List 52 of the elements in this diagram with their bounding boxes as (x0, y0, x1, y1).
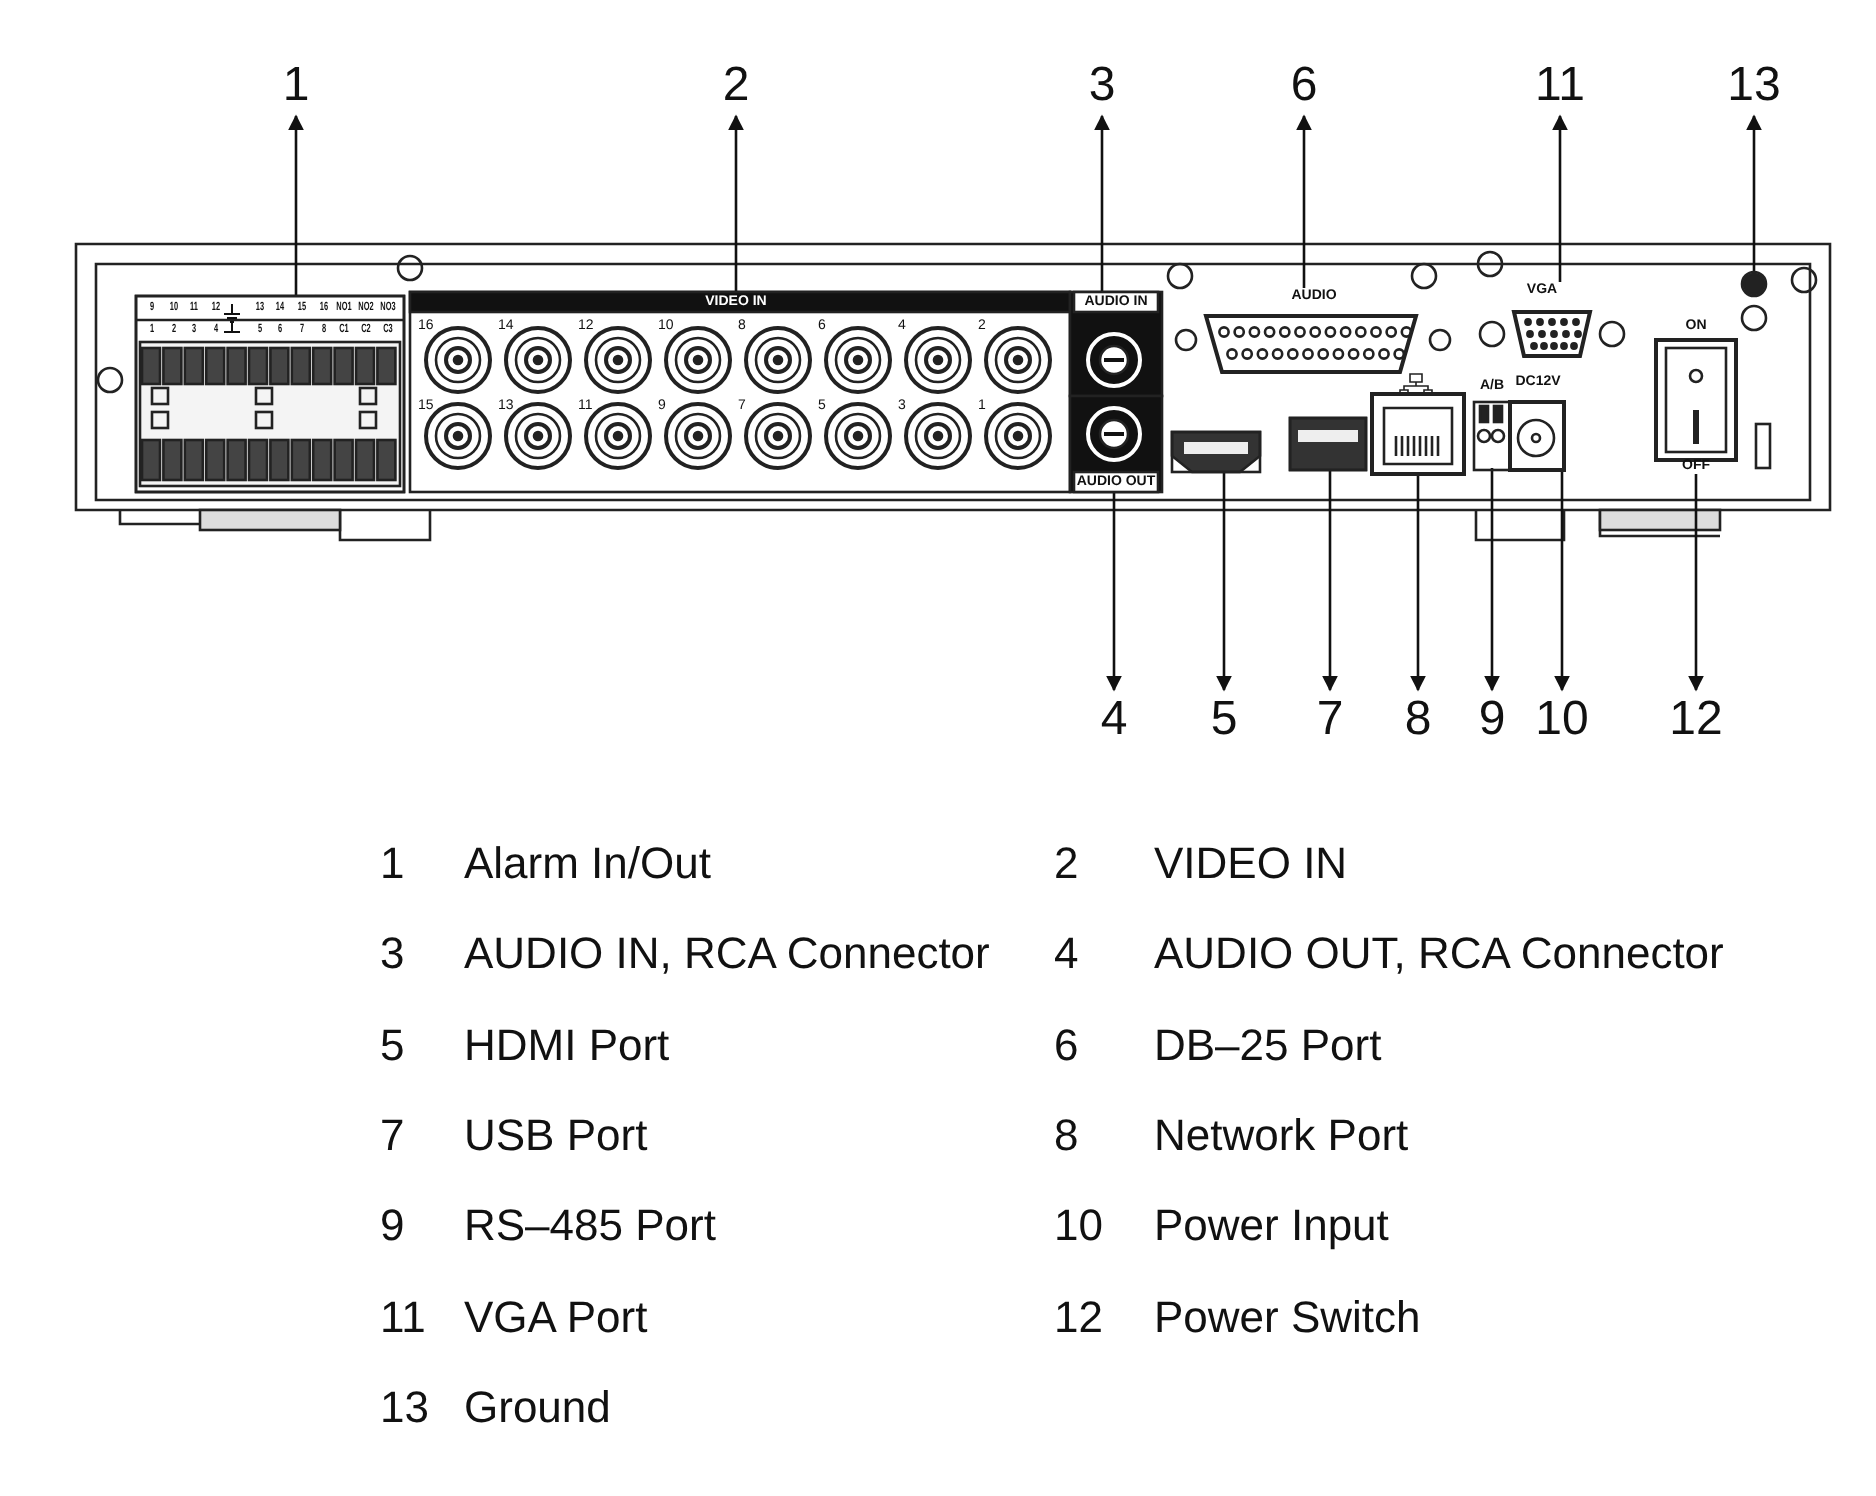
leader-line (728, 114, 744, 294)
callout-number: 7 (1306, 694, 1354, 746)
legend-number: 3 (380, 932, 405, 977)
callout-number: 3 (1078, 60, 1126, 112)
legend-description: DB–25 Port (1154, 1023, 1382, 1068)
callout-number: 9 (1468, 694, 1516, 746)
callout-number: 4 (1090, 694, 1138, 746)
leader-line (1552, 114, 1568, 282)
leader-line (1296, 114, 1312, 288)
leader-line (1322, 468, 1338, 692)
legend-number: 5 (380, 1023, 405, 1068)
leader-line (1746, 114, 1762, 274)
legend-description: HDMI Port (464, 1023, 670, 1068)
callout-number: 12 (1666, 694, 1726, 746)
legend-number: 13 (380, 1385, 429, 1430)
leader-line (1094, 114, 1110, 294)
legend-description: VGA Port (464, 1295, 648, 1339)
legend-number: 10 (1054, 1204, 1103, 1249)
legend-number: 8 (1054, 1113, 1079, 1158)
callout-number: 5 (1200, 694, 1248, 746)
legend-number: 12 (1054, 1295, 1103, 1339)
legend-number: 2 (1054, 842, 1079, 886)
callout-number: 2 (712, 60, 760, 112)
leader-line (1688, 474, 1704, 692)
legend-description: VIDEO IN (1154, 842, 1348, 886)
legend-description: Power Switch (1154, 1295, 1421, 1339)
callout-number: 10 (1532, 694, 1592, 746)
leader-line (1216, 470, 1232, 692)
legend-description: RS–485 Port (464, 1204, 716, 1249)
legend-description: USB Port (464, 1113, 648, 1158)
callout-number: 11 (1530, 60, 1590, 112)
legend-number: 7 (380, 1113, 405, 1158)
legend-number: 4 (1054, 932, 1079, 977)
legend-description: Ground (464, 1385, 611, 1430)
legend-number: 6 (1054, 1023, 1079, 1068)
legend-description: Alarm In/Out (464, 842, 711, 886)
callout-number: 13 (1724, 60, 1784, 112)
legend-description: Power Input (1154, 1204, 1389, 1249)
legend-description: AUDIO OUT, RCA Connector (1154, 932, 1724, 977)
leader-line (1484, 468, 1500, 692)
leader-line (1106, 490, 1122, 692)
legend-description: AUDIO IN, RCA Connector (464, 932, 990, 977)
legend-number: 9 (380, 1204, 405, 1249)
leader-line (1554, 468, 1570, 692)
leader-line (1410, 472, 1426, 692)
leader-line (288, 114, 304, 298)
callout-number: 6 (1280, 60, 1328, 112)
callout-number: 1 (272, 60, 320, 112)
legend-number: 11 (380, 1295, 426, 1339)
legend-number: 1 (380, 842, 405, 886)
callout-number: 8 (1394, 694, 1442, 746)
legend-description: Network Port (1154, 1113, 1409, 1158)
